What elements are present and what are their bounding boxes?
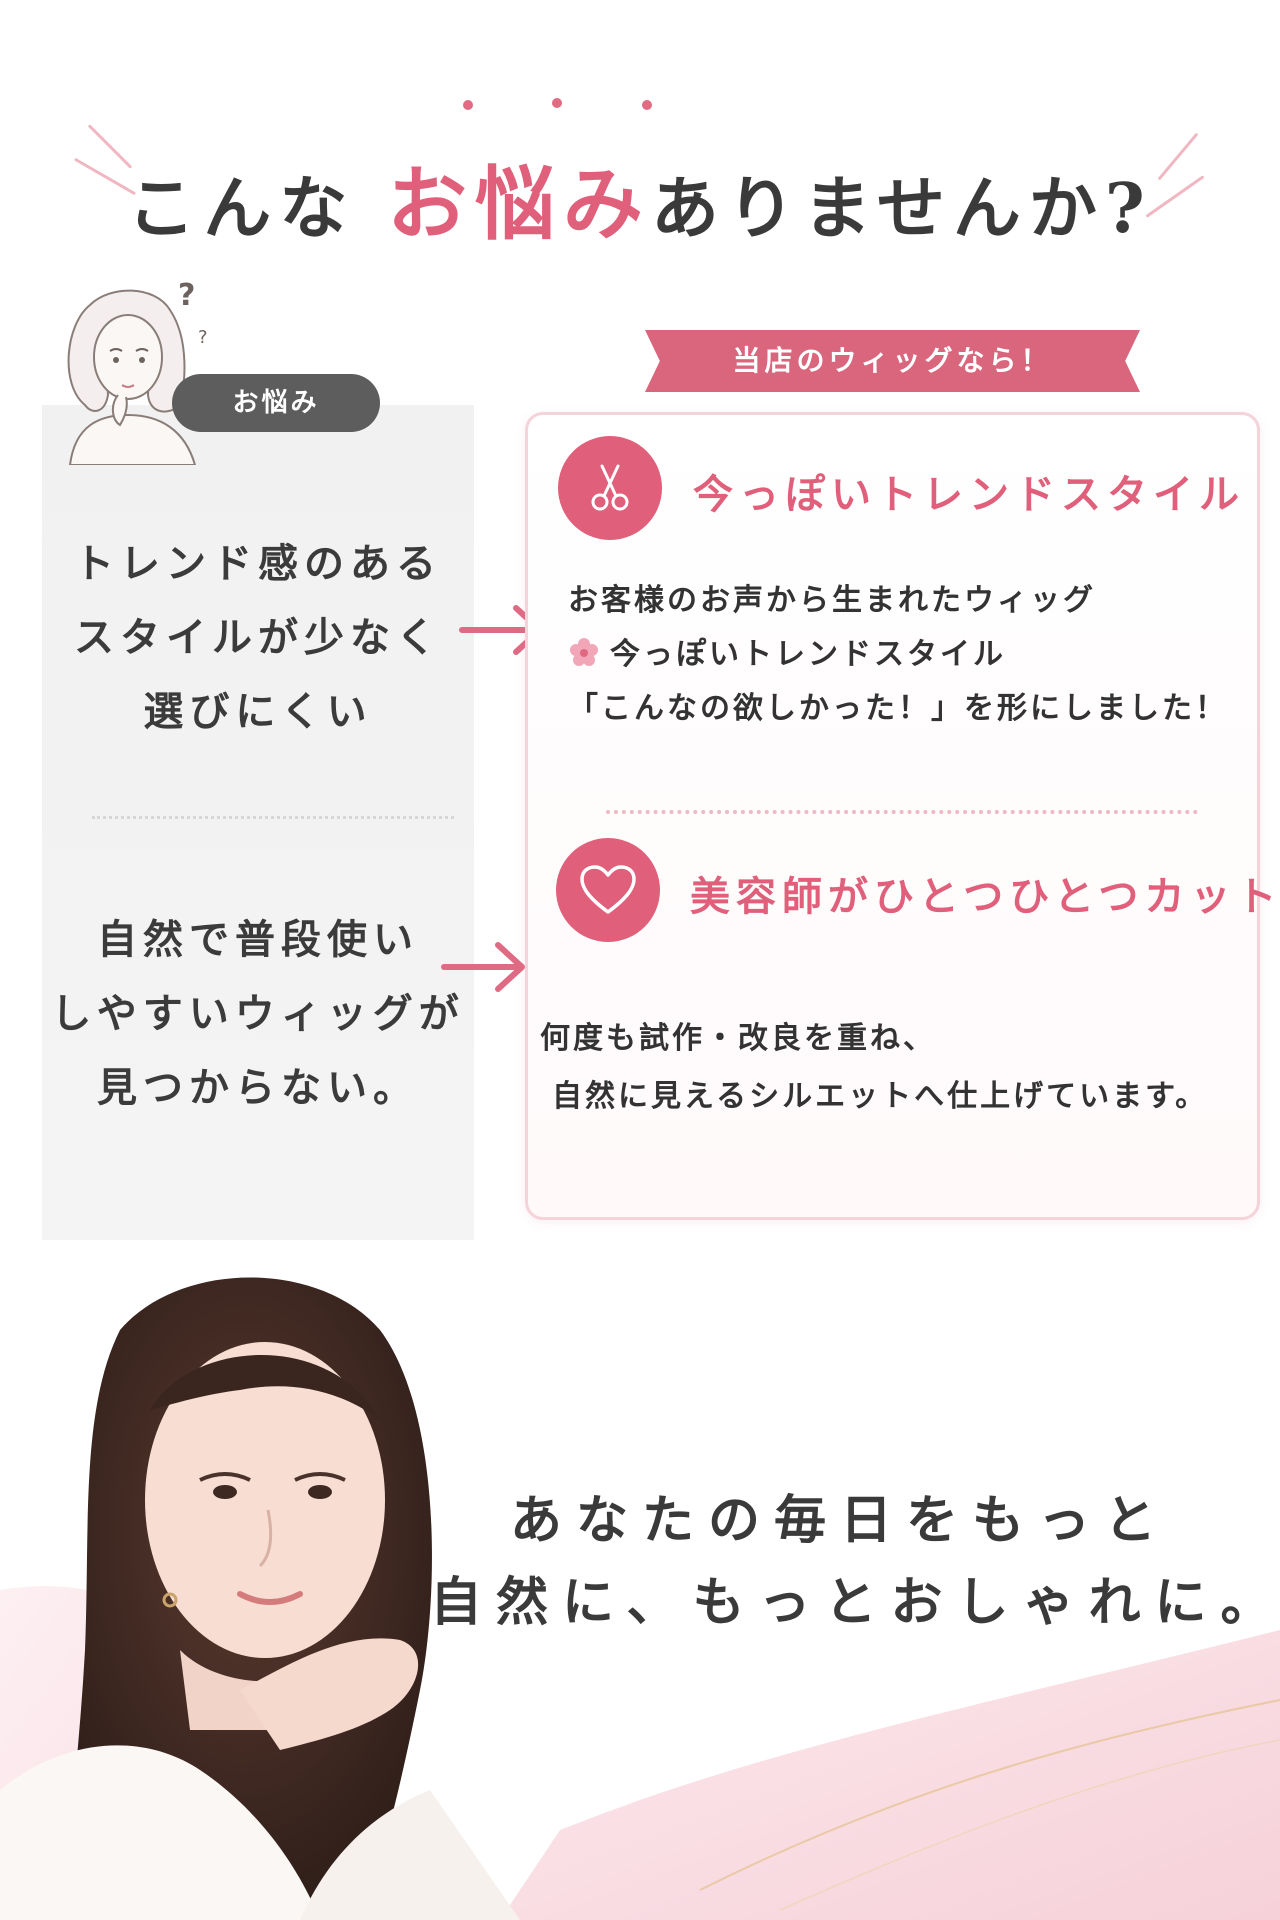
worries-panel (42, 405, 474, 1240)
sakura-icon (570, 638, 598, 666)
arrow-right-icon (441, 942, 525, 992)
worry-line: トレンド感のある (74, 540, 442, 587)
heart-icon (556, 838, 660, 942)
worried-woman-illustration: ? ? (67, 278, 208, 465)
tagline-line-1: あなたの毎日をもっと (509, 1490, 1170, 1551)
feature-line: 自然に見えるシルエットへ仕上げています。 (552, 1079, 1209, 1114)
feature-title: 美容師がひとつひとつカット (690, 873, 1280, 920)
worry-line: しやすいウィッグが (51, 990, 465, 1037)
feature-line: 今っぽいトレンドスタイル (568, 628, 1228, 682)
woman-photo (0, 1277, 520, 1920)
svg-text:?: ? (198, 327, 208, 348)
worry-item-1: トレンド感のある スタイルが少なく 選びにくい (42, 527, 474, 749)
worries-divider (92, 816, 454, 819)
feature-body: 何度も試作・改良を重ね、 自然に見えるシルエットへ仕上げています。 (540, 1010, 1208, 1126)
page-title: こんな お悩みありませんか? (0, 140, 1280, 256)
title-accent: お悩み (386, 157, 651, 251)
title-suffix: ありませんか? (650, 169, 1153, 249)
solution-card (525, 412, 1260, 1220)
worry-line: 見つからない。 (97, 1064, 419, 1111)
decor-dot (642, 100, 652, 110)
feature-body: お客様のお声から生まれたウィッグ 今っぽいトレンドスタイル 「こんなの欲しかった… (568, 574, 1228, 736)
feature-line-text: 今っぽいトレンドスタイル (610, 637, 1006, 672)
feature-line: お客様のお声から生まれたウィッグ (568, 583, 1096, 618)
tagline-line-2: 自然に、もっとおしゃれに。 (430, 1572, 1280, 1633)
solution-ribbon: 当店のウィッグなら！ (645, 330, 1140, 392)
decor-dot (463, 100, 473, 110)
worry-item-2: 自然で普段使い しやすいウィッグが 見つからない。 (42, 903, 474, 1125)
worry-line: 自然で普段使い (97, 916, 419, 963)
decor-dot (552, 98, 562, 108)
svg-text:?: ? (178, 278, 195, 313)
worry-line: スタイルが少なく (74, 614, 442, 661)
feature-title: 今っぽいトレンドスタイル (693, 471, 1245, 518)
feature-line: 「こんなの欲しかった！」を形にしました！ (568, 691, 1228, 726)
feature-divider (606, 810, 1198, 814)
worries-badge: お悩み (172, 374, 380, 432)
photo-background (0, 1270, 1280, 1920)
title-prefix: こんな (127, 169, 356, 249)
worry-line: 選びにくい (143, 688, 373, 735)
feature-line: 何度も試作・改良を重ね、 (540, 1021, 936, 1056)
scissors-icon (558, 436, 662, 540)
